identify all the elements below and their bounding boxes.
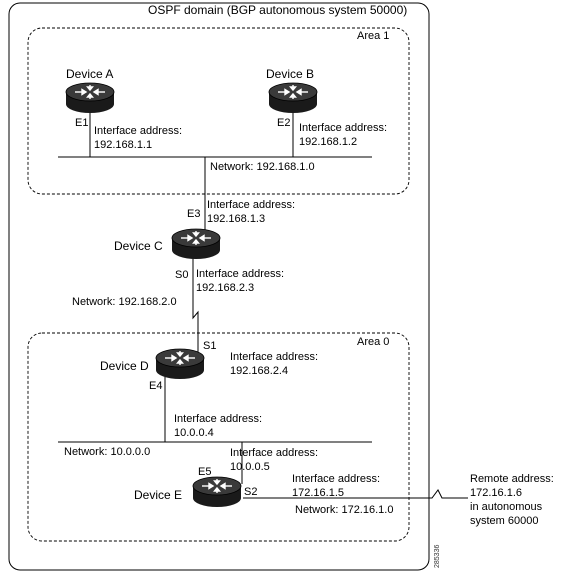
interface-s2-label: S2 — [244, 486, 258, 498]
network-192-168-2-0-label: Network: 192.168.2.0 — [72, 296, 177, 308]
interface-address-label: Interface address: — [299, 122, 388, 134]
area0-label: Area 0 — [357, 336, 390, 348]
interface-address-label: Interface address: — [292, 473, 381, 485]
remote-address-label: Remote address: — [470, 473, 554, 485]
address-a-e1: 192.168.1.1 — [94, 139, 153, 151]
interface-e5-label: E5 — [198, 466, 212, 478]
interface-e2-label: E2 — [277, 117, 291, 129]
address-b-e2: 192.168.1.2 — [299, 136, 358, 148]
router-icon — [155, 348, 205, 380]
device-e-label: Device E — [134, 488, 183, 502]
router-icon — [65, 82, 115, 114]
router-icon — [192, 476, 242, 508]
address-e-s2: 172.16.1.5 — [292, 487, 344, 499]
router-icon — [171, 228, 221, 260]
area0-box — [27, 332, 410, 542]
domain-title: OSPF domain (BGP autonomous system 50000… — [148, 3, 408, 17]
interface-address-label: Interface address: — [196, 268, 285, 280]
interface-e3-label: E3 — [187, 208, 201, 220]
ospf-domain-box — [8, 2, 430, 571]
device-c-label: Device C — [114, 239, 163, 253]
network-192-168-1-0-label: Network: 192.168.1.0 — [210, 161, 315, 173]
remote-as-line2: system 60000 — [470, 515, 539, 527]
serial-link-c-d — [192, 254, 199, 360]
remote-as-line1: in autonomous — [470, 501, 543, 513]
address-d-e4: 10.0.0.4 — [174, 427, 214, 439]
address-d-s1: 192.168.2.4 — [230, 365, 289, 377]
interface-address-label: Interface address: — [94, 125, 183, 137]
interface-address-label: Interface address: — [230, 447, 319, 459]
router-icon — [268, 82, 318, 114]
device-b-label: Device B — [266, 67, 315, 81]
interface-e4-label: E4 — [149, 380, 163, 392]
network-10-0-0-0-label: Network: 10.0.0.0 — [64, 446, 151, 458]
remote-address-value: 172.16.1.6 — [470, 487, 522, 499]
interface-address-label: Interface address: — [207, 199, 296, 211]
interface-s0-label: S0 — [175, 269, 189, 281]
address-c-e3: 192.168.1.3 — [207, 213, 266, 225]
interface-address-label: Interface address: — [230, 351, 319, 363]
device-d-label: Device D — [100, 359, 149, 373]
interface-s1-label: S1 — [203, 340, 217, 352]
area1-label: Area 1 — [357, 30, 390, 42]
interface-address-label: Interface address: — [174, 413, 263, 425]
figure-id: 285336 — [434, 544, 441, 568]
device-a-label: Device A — [66, 67, 114, 81]
network-172-16-1-0-label: Network: 172.16.1.0 — [295, 504, 394, 516]
serial-link-e-remote — [243, 489, 468, 499]
address-e-e5: 10.0.0.5 — [230, 461, 270, 473]
interface-e1-label: E1 — [75, 117, 89, 129]
area1-box — [27, 27, 410, 195]
address-c-s0: 192.168.2.3 — [196, 282, 255, 294]
